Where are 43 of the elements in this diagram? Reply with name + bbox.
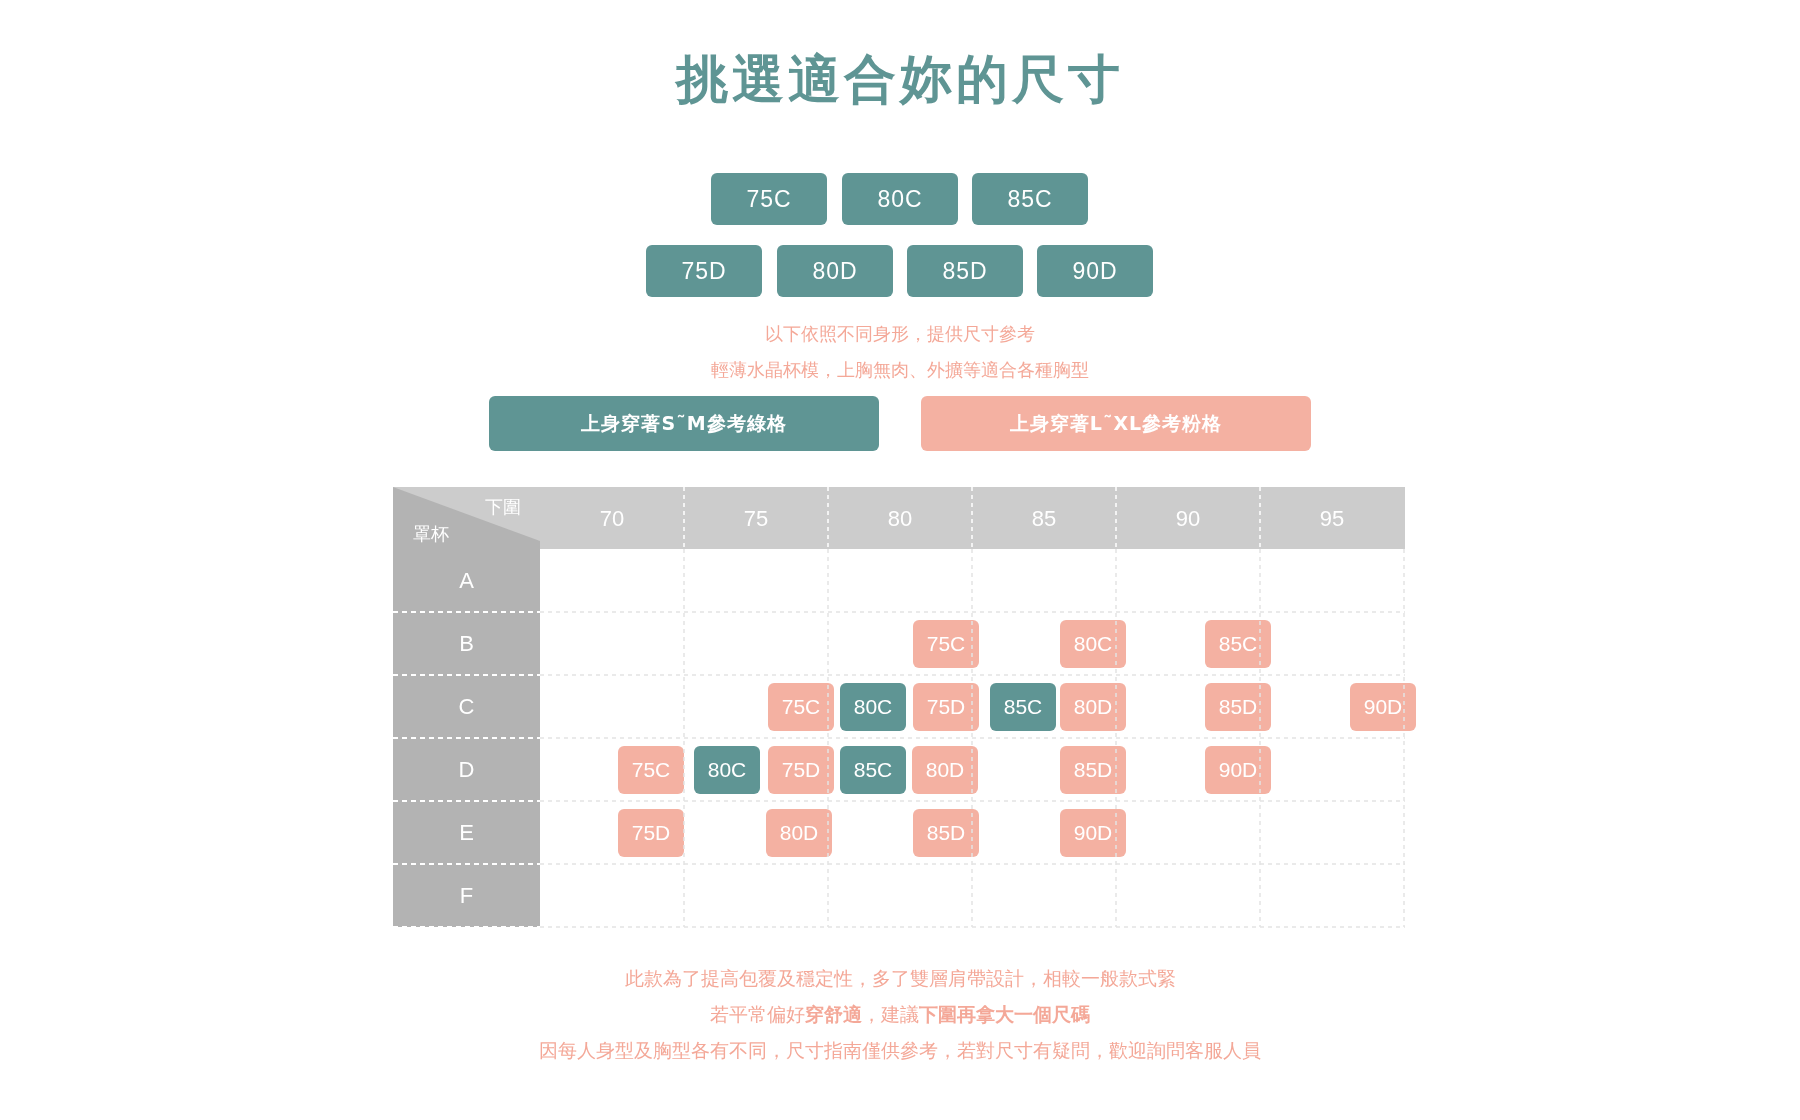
size-badge: 80C xyxy=(694,746,760,794)
size-badge: 90D xyxy=(1060,809,1126,857)
legend-button: 上身穿著L˜XL參考粉格 xyxy=(921,396,1311,451)
size-badge: 90D xyxy=(1350,683,1416,731)
size-badge: 85C xyxy=(1205,620,1271,668)
size-badge: 85D xyxy=(1060,746,1126,794)
size-badge: 90D xyxy=(1037,245,1153,297)
size-badge: 75D xyxy=(768,746,834,794)
size-badge: 85D xyxy=(913,809,979,857)
size-badge: 90D xyxy=(1205,746,1271,794)
row-header: D xyxy=(457,756,476,784)
size-badge: 85D xyxy=(1205,683,1271,731)
size-badge: 80D xyxy=(777,245,893,297)
row-header: F xyxy=(458,882,475,910)
size-badge: 80D xyxy=(766,809,832,857)
row-header: E xyxy=(458,819,475,847)
row-header: B xyxy=(458,630,475,658)
note-text: 因每人身型及胸型各有不同，尺寸指南僅供參考，若對尺寸有疑問，歡迎詢問客服人員 xyxy=(538,1038,1262,1063)
size-badge: 75D xyxy=(618,809,684,857)
note-text: 若平常偏好穿舒適，建議下圍再拿大一個尺碼 xyxy=(709,1002,1091,1027)
note-text: 以下依照不同身形，提供尺寸參考 xyxy=(764,322,1036,346)
size-badge: 75C xyxy=(618,746,684,794)
size-badge: 85C xyxy=(840,746,906,794)
axis-label: 罩杯 xyxy=(413,522,449,546)
size-badge: 75D xyxy=(646,245,762,297)
size-badge: 80C xyxy=(842,173,958,225)
size-badge: 80D xyxy=(1060,683,1126,731)
size-badge: 85C xyxy=(972,173,1088,225)
size-badge: 75C xyxy=(913,620,979,668)
title: 挑選適合妳的尺寸 xyxy=(674,48,1125,111)
note-text: 此款為了提高包覆及穩定性，多了雙層肩帶設計，相較一般款式緊 xyxy=(623,966,1177,991)
size-badge: 80C xyxy=(1060,620,1126,668)
size-badge: 85C xyxy=(990,683,1056,731)
legend-button: 上身穿著S˜M參考綠格 xyxy=(489,396,879,451)
size-badge: 75C xyxy=(768,683,834,731)
note-text: 輕薄水晶杯模，上胸無肉、外擴等適合各種胸型 xyxy=(710,358,1090,382)
row-header: A xyxy=(458,567,475,595)
size-badge: 80D xyxy=(912,746,978,794)
size-badge: 80C xyxy=(840,683,906,731)
row-header: C xyxy=(457,693,476,721)
size-badge: 75D xyxy=(913,683,979,731)
size-badge: 75C xyxy=(711,173,827,225)
size-badge: 85D xyxy=(907,245,1023,297)
